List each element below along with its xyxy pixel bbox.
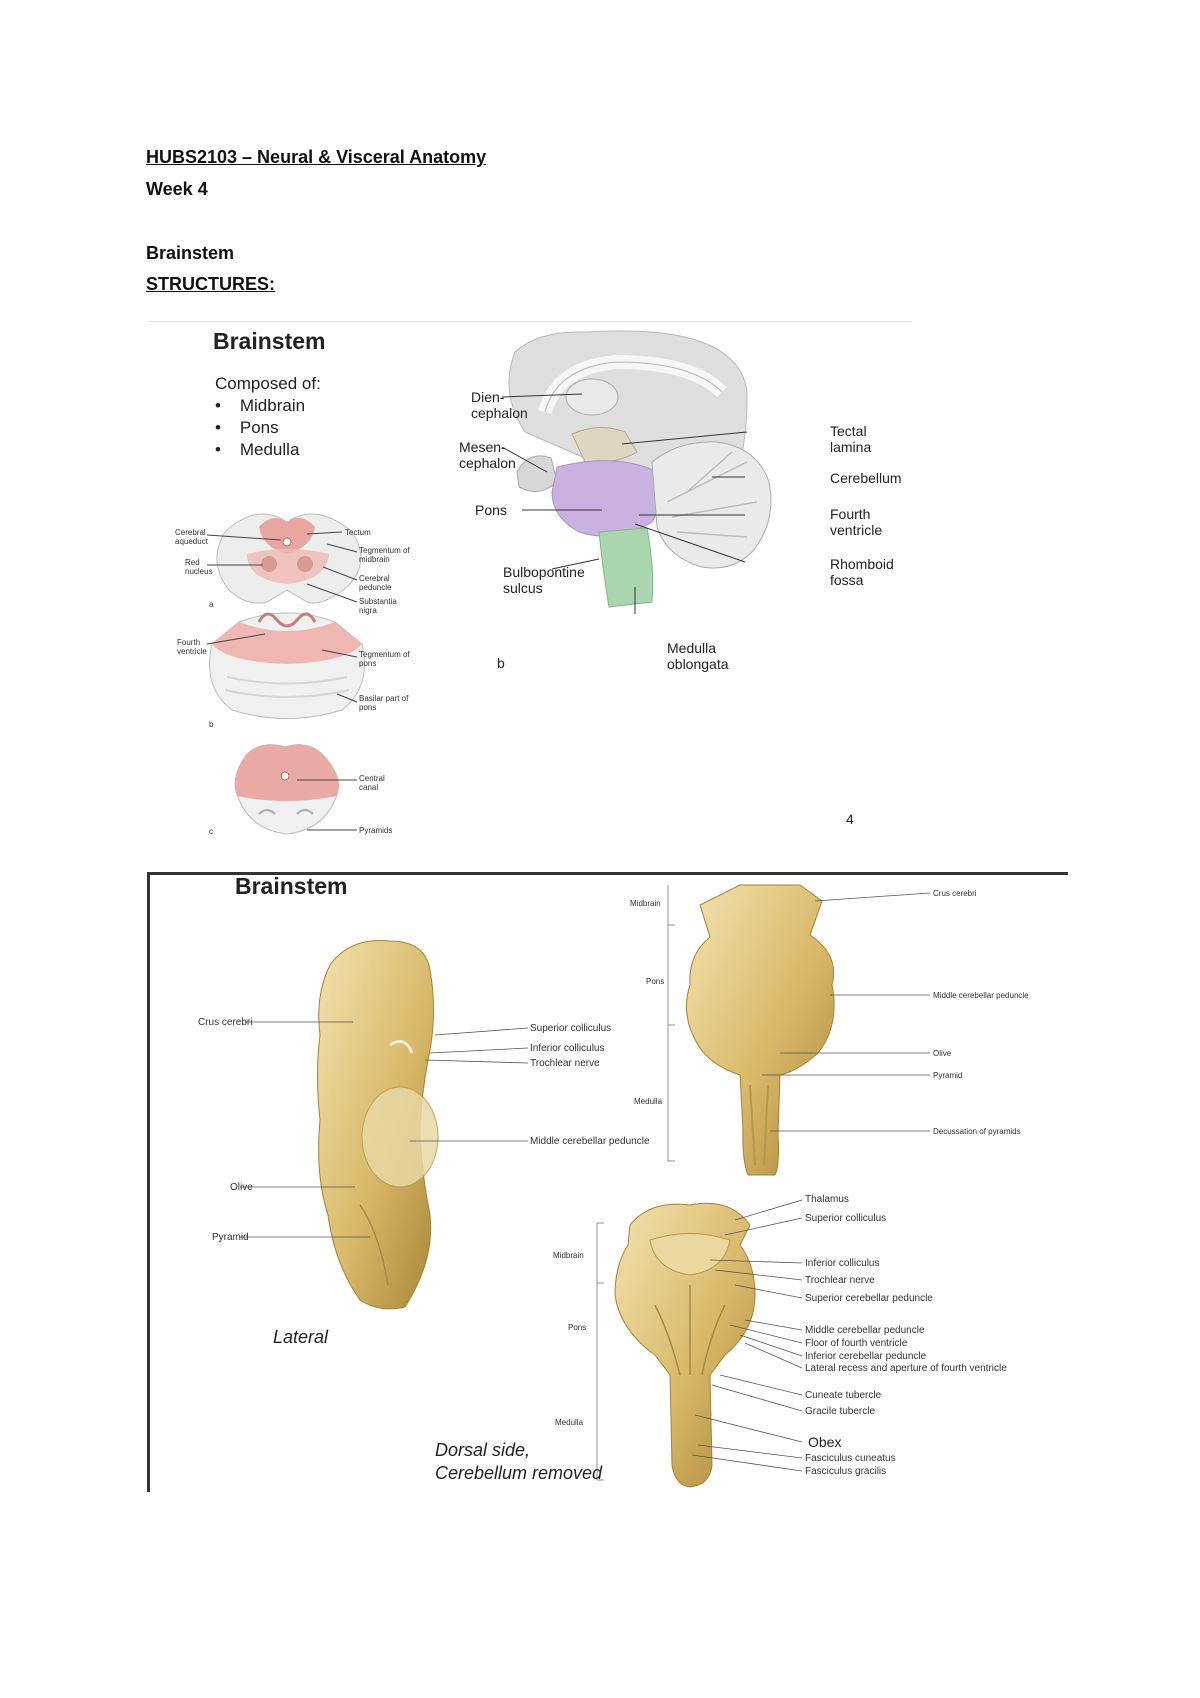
dorsal-label-gracile-tubercle: Gracile tubercle: [805, 1406, 876, 1417]
cross-section-pons: [209, 612, 365, 719]
composed-label: Composed of:: [215, 374, 321, 393]
dorsal-label-obex: Obex: [808, 1434, 842, 1450]
cross-section-medulla: [234, 744, 340, 835]
course-title: HUBS2103 – Neural & Visceral Anatomy: [146, 147, 487, 167]
label-rhomboid-fossa: Rhomboid fossa: [830, 556, 894, 588]
label-red-nucleus: Red nucleus: [185, 558, 213, 576]
dorsal-label-middle-cerebellar-peduncle: Middle cerebellar peduncle: [805, 1325, 925, 1336]
lateral-label-olive: Olive: [230, 1182, 253, 1193]
dorsal-label-floor-fourth-ventricle: Floor of fourth ventricle: [805, 1338, 908, 1349]
ventral-label-middle-cerebellar-peduncle: Middle cerebellar peduncle: [933, 991, 1029, 1000]
section-tag-b: b: [209, 720, 214, 729]
lateral-label-middle-cerebellar-peduncle: Middle cerebellar peduncle: [530, 1136, 650, 1147]
label-tectum: Tectum: [345, 528, 371, 537]
slide1-title: Brainstem: [213, 328, 326, 354]
label-mesencephalon: Mesen- cephalon: [459, 439, 516, 471]
ventral-label-pyramid: Pyramid: [933, 1071, 963, 1080]
dorsal-label-inferior-colliculus: Inferior colliculus: [805, 1258, 880, 1269]
label-cerebellum: Cerebellum: [830, 470, 902, 486]
label-basilar-pons: Basilar part of pons: [359, 694, 409, 712]
lateral-brainstem-specimen: [317, 940, 439, 1310]
topic-label: Brainstem: [146, 243, 235, 263]
sagittal-brainstem-view: [508, 330, 772, 608]
sagittal-tag-b: b: [497, 655, 505, 671]
label-cerebral-aqueduct: Cerebral aqueduct: [175, 528, 208, 546]
label-tegmentum-midbrain: Tegmentum of midbrain: [359, 546, 410, 564]
lateral-label-crus-cerebri: Crus cerebri: [198, 1017, 253, 1028]
label-substantia-nigra: Substantia nigra: [359, 597, 397, 615]
ventral-region-pons: Pons: [646, 977, 665, 986]
dorsal-label-lateral-recess: Lateral recess and aperture of fourth ve…: [805, 1363, 1007, 1374]
slide2-title: Brainstem: [235, 873, 348, 899]
composed-item-pons: • Pons: [215, 418, 279, 437]
dorsal-region-midbrain: Midbrain: [553, 1251, 584, 1260]
slide-page-number: 4: [846, 811, 854, 827]
label-fourth-ventricle-section: Fourth ventricle: [177, 638, 207, 656]
label-cerebral-peduncle: Cerebral peduncle: [359, 574, 392, 592]
cross-section-midbrain: [216, 513, 362, 604]
dorsal-label-superior-cerebellar-peduncle: Superior cerebellar peduncle: [805, 1293, 933, 1304]
ventral-region-medulla: Medulla: [634, 1097, 663, 1106]
label-pons: Pons: [475, 502, 507, 518]
label-medulla-oblongata: Medulla oblongata: [667, 640, 729, 672]
label-bulbopontine-sulcus: Bulbopontine sulcus: [503, 564, 585, 596]
ventral-label-olive: Olive: [933, 1049, 952, 1058]
dorsal-caption-line2: Cerebellum removed: [435, 1463, 603, 1483]
dorsal-region-pons: Pons: [568, 1323, 587, 1332]
lateral-label-superior-colliculus: Superior colliculus: [530, 1023, 612, 1034]
dorsal-region-medulla: Medulla: [555, 1418, 584, 1427]
week-label: Week 4: [146, 179, 208, 199]
lateral-caption: Lateral: [273, 1327, 329, 1347]
lateral-label-pyramid: Pyramid: [212, 1232, 249, 1243]
dorsal-label-thalamus: Thalamus: [805, 1194, 849, 1205]
lateral-label-inferior-colliculus: Inferior colliculus: [530, 1043, 605, 1054]
ventral-label-crus-cerebri: Crus cerebri: [933, 889, 977, 898]
label-tegmentum-pons: Tegmentum of pons: [359, 650, 410, 668]
ventral-region-midbrain: Midbrain: [630, 899, 661, 908]
composed-item-midbrain: • Midbrain: [215, 396, 306, 415]
slide1-illustrations: [206, 330, 772, 835]
lateral-label-trochlear-nerve: Trochlear nerve: [530, 1058, 600, 1069]
slide2-illustrations: [240, 884, 931, 1488]
slide-brainstem-views: Brainstem Crus cerebri Olive Pyramid Sup…: [147, 872, 1068, 1492]
composed-item-medulla: • Medulla: [215, 440, 300, 459]
section-label: STRUCTURES:: [146, 274, 275, 294]
section-tag-c: c: [209, 827, 213, 836]
ventral-label-decussation-pyramids: Decussation of pyramids: [933, 1127, 1021, 1136]
dorsal-label-inferior-cerebellar-peduncle: Inferior cerebellar peduncle: [805, 1351, 927, 1362]
label-central-canal: Central canal: [359, 774, 385, 792]
slide-brainstem-overview: Brainstem Composed of: • Midbrain • Pons…: [147, 321, 912, 842]
label-tectal-lamina: Tectal lamina: [830, 423, 872, 455]
dorsal-caption-line1: Dorsal side,: [435, 1440, 531, 1460]
dorsal-label-fasciculus-cuneatus: Fasciculus cuneatus: [805, 1453, 896, 1464]
dorsal-label-fasciculus-gracilis: Fasciculus gracilis: [805, 1466, 887, 1477]
label-diencephalon: Dien- cephalon: [471, 389, 528, 421]
dorsal-brainstem-specimen: [614, 1202, 756, 1488]
dorsal-label-superior-colliculus: Superior colliculus: [805, 1213, 887, 1224]
ventral-brainstem-specimen: [685, 884, 835, 1176]
label-pyramids: Pyramids: [359, 826, 393, 835]
section-tag-a: a: [209, 600, 214, 609]
dorsal-label-trochlear-nerve: Trochlear nerve: [805, 1275, 875, 1286]
label-fourth-ventricle: Fourth ventricle: [830, 506, 883, 538]
dorsal-label-cuneate-tubercle: Cuneate tubercle: [805, 1390, 882, 1401]
